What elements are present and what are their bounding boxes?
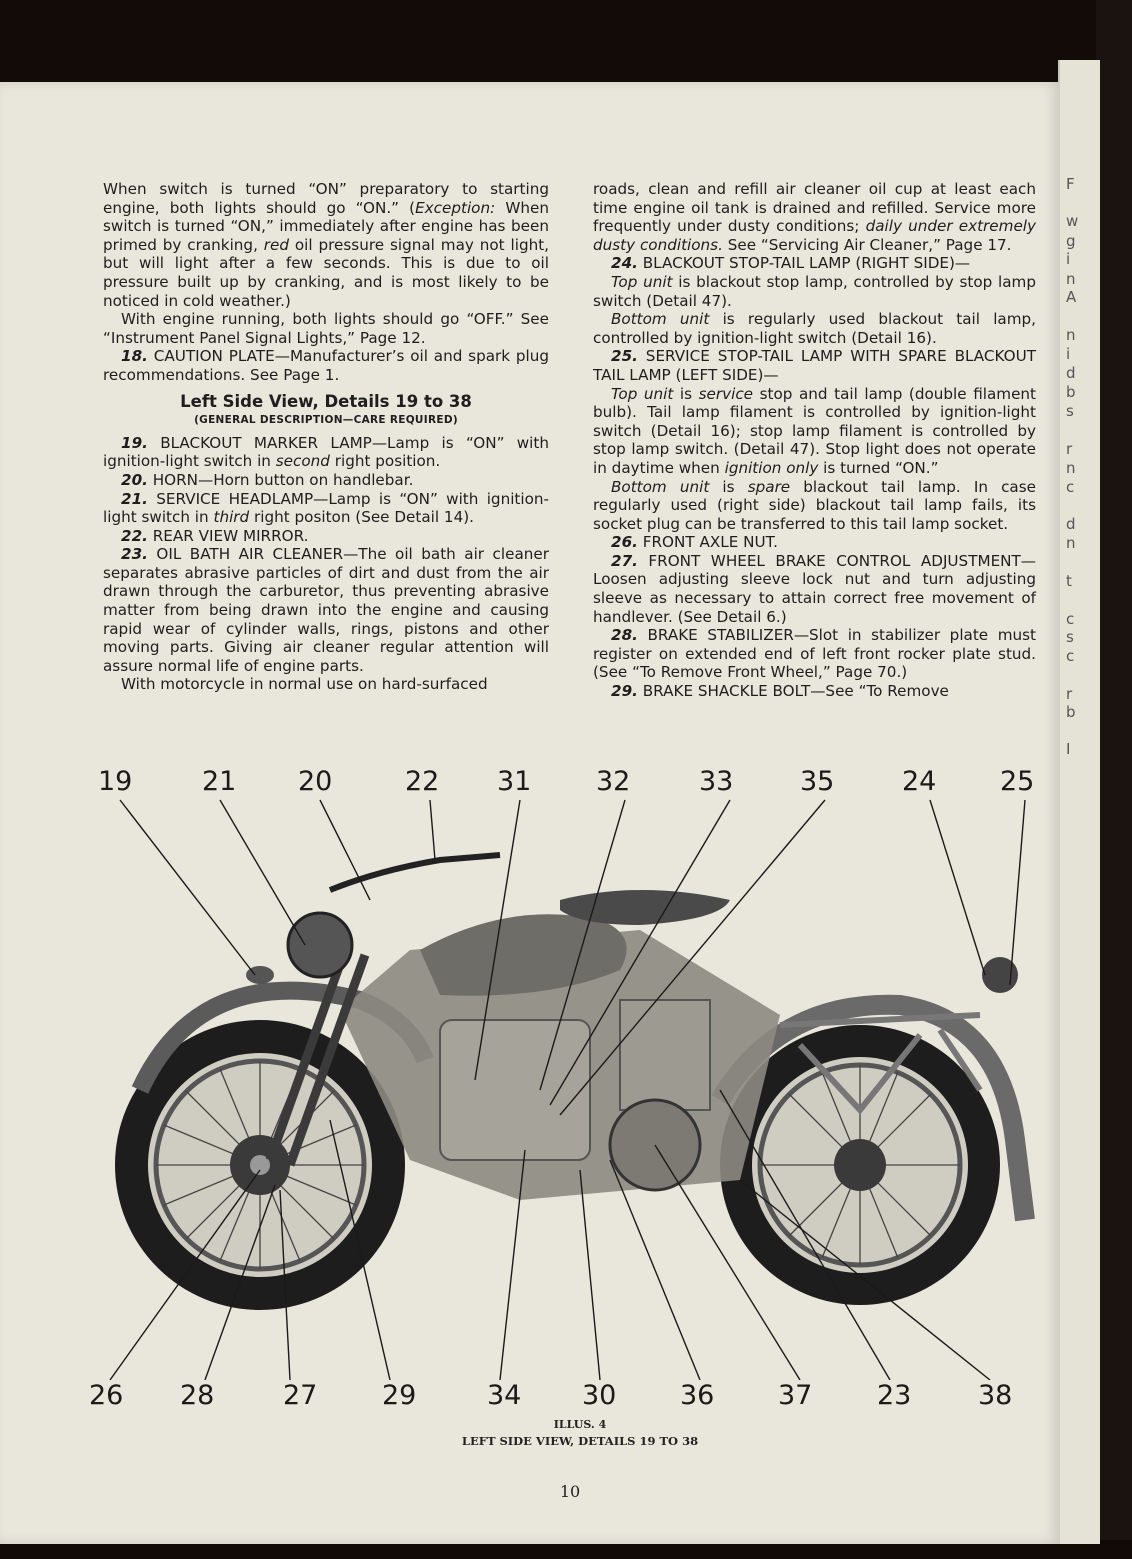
- scan-background-bottom: [0, 1540, 1132, 1559]
- luggage-rack: [779, 1012, 983, 1115]
- blackout-marker-lamp: [246, 966, 274, 984]
- scan-background-right: [1096, 0, 1132, 1559]
- callout-36: 36: [680, 1380, 715, 1411]
- detail-18: 18. CAUTION PLATE—Manufacturer’s oil and…: [103, 347, 549, 384]
- detail-19: 19. BLACKOUT MARKER LAMP—Lamp is “ON” wi…: [103, 433, 549, 471]
- right-text-column: roads, clean and refill air cleaner oil …: [593, 180, 1036, 701]
- tail-lamp: [982, 957, 1018, 993]
- edge-letter: b: [1066, 703, 1076, 721]
- detail-21: 21. SERVICE HEADLAMP—Lamp is “ON” with i…: [103, 489, 549, 527]
- battery-box: [619, 999, 711, 1111]
- callout-38: 38: [978, 1380, 1013, 1411]
- callout-24: 24: [902, 766, 937, 797]
- edge-letter: d: [1066, 515, 1076, 533]
- detail-27: 27. FRONT WHEEL BRAKE CONTROL ADJUSTMENT…: [593, 551, 1036, 626]
- engine-running-paragraph: With engine running, both lights should …: [103, 310, 549, 347]
- headlamp: [286, 911, 354, 979]
- callout-25: 25: [1000, 766, 1035, 797]
- callout-33: 33: [699, 766, 734, 797]
- detail-29: 29. BRAKE SHACKLE BOLT—See “To Remove: [611, 682, 949, 701]
- callout-35: 35: [800, 766, 835, 797]
- air-cleaner-continued: With motorcycle in normal use on hard-su…: [121, 675, 488, 694]
- edge-letter: r: [1066, 685, 1073, 703]
- detail-25-top-unit: Top unit is service stop and tail lamp (…: [593, 384, 1036, 477]
- edge-letter: s: [1066, 628, 1074, 646]
- detail-24-bottom-unit: Bottom unit is regularly used blackout t…: [593, 310, 1036, 347]
- engine: [439, 1019, 591, 1161]
- callout-26: 26: [89, 1380, 124, 1411]
- callout-34: 34: [487, 1380, 522, 1411]
- callout-30: 30: [582, 1380, 617, 1411]
- callout-29: 29: [382, 1380, 417, 1411]
- edge-letter: c: [1066, 610, 1075, 628]
- detail-26: 26. FRONT AXLE NUT.: [611, 533, 778, 552]
- edge-letter: r: [1066, 440, 1073, 458]
- edge-letter: c: [1066, 647, 1075, 665]
- edge-letter: w: [1066, 212, 1079, 230]
- motorcycle-left-side-photo: [109, 799, 1035, 1380]
- saddle: [560, 890, 730, 925]
- edge-letter: F: [1066, 175, 1075, 193]
- detail-25: 25. SERVICE STOP-TAIL LAMP WITH SPARE BL…: [593, 347, 1036, 384]
- edge-letter: I: [1066, 740, 1071, 758]
- left-text-column: When switch is turned “ON” preparatory t…: [103, 180, 549, 694]
- detail-23: 23. OIL BATH AIR CLEANER—The oil bath ai…: [103, 545, 549, 675]
- edge-letter: A: [1066, 288, 1077, 306]
- edge-letter: s: [1066, 402, 1074, 420]
- handlebar: [328, 852, 501, 893]
- scan-background-top: [0, 0, 1132, 88]
- edge-letter: c: [1066, 478, 1075, 496]
- adjacent-page-edge: [1058, 60, 1100, 1544]
- callout-22: 22: [405, 766, 440, 797]
- edge-letter: g: [1066, 232, 1076, 250]
- section-heading: Left Side View, Details 19 to 38: [180, 391, 472, 411]
- signal-lights-paragraph: When switch is turned “ON” preparatory t…: [103, 180, 549, 310]
- detail-28: 28. BRAKE STABILIZER—Slot in stabilizer …: [593, 626, 1036, 682]
- detail-24-top-unit: Top unit is blackout stop lamp, controll…: [593, 272, 1036, 310]
- page-number: 10: [559, 1482, 581, 1501]
- edge-letter: i: [1066, 250, 1071, 268]
- figure-caption: LEFT SIDE VIEW, DETAILS 19 TO 38: [461, 1434, 699, 1448]
- fuel-tank: [420, 914, 627, 996]
- callout-32: 32: [596, 766, 631, 797]
- edge-letter: n: [1066, 459, 1076, 477]
- section-subheading: (GENERAL DESCRIPTION—CARE REQUIRED): [194, 414, 458, 427]
- edge-letter: i: [1066, 345, 1071, 363]
- callout-31: 31: [497, 766, 532, 797]
- detail-24: 24. BLACKOUT STOP-TAIL LAMP (RIGHT SIDE)…: [611, 254, 971, 273]
- callout-20: 20: [298, 766, 333, 797]
- edge-letter: d: [1066, 364, 1076, 382]
- edge-letter: n: [1066, 534, 1076, 552]
- figure-label: ILLUS. 4: [553, 1418, 607, 1431]
- detail-25-bottom-unit: Bottom unit is spare blackout tail lamp.…: [593, 477, 1036, 533]
- edge-letter: n: [1066, 270, 1076, 288]
- detail-20: 20. HORN—Horn button on handlebar.: [121, 470, 414, 489]
- air-cleaner-paragraph: roads, clean and refill air cleaner oil …: [593, 180, 1036, 254]
- edge-letter: b: [1066, 383, 1076, 401]
- callout-21: 21: [202, 766, 237, 797]
- detail-22: 22. REAR VIEW MIRROR.: [121, 526, 309, 545]
- callout-37: 37: [778, 1380, 813, 1411]
- front-fork: [265, 948, 370, 1167]
- callout-19: 19: [98, 766, 133, 797]
- leader-lines: [109, 799, 1026, 1380]
- callout-23: 23: [877, 1380, 912, 1411]
- edge-letter: n: [1066, 326, 1076, 344]
- callout-27: 27: [283, 1380, 318, 1411]
- callout-28: 28: [180, 1380, 215, 1411]
- edge-letter: t: [1066, 572, 1072, 590]
- rear-wheel: [720, 1025, 1000, 1305]
